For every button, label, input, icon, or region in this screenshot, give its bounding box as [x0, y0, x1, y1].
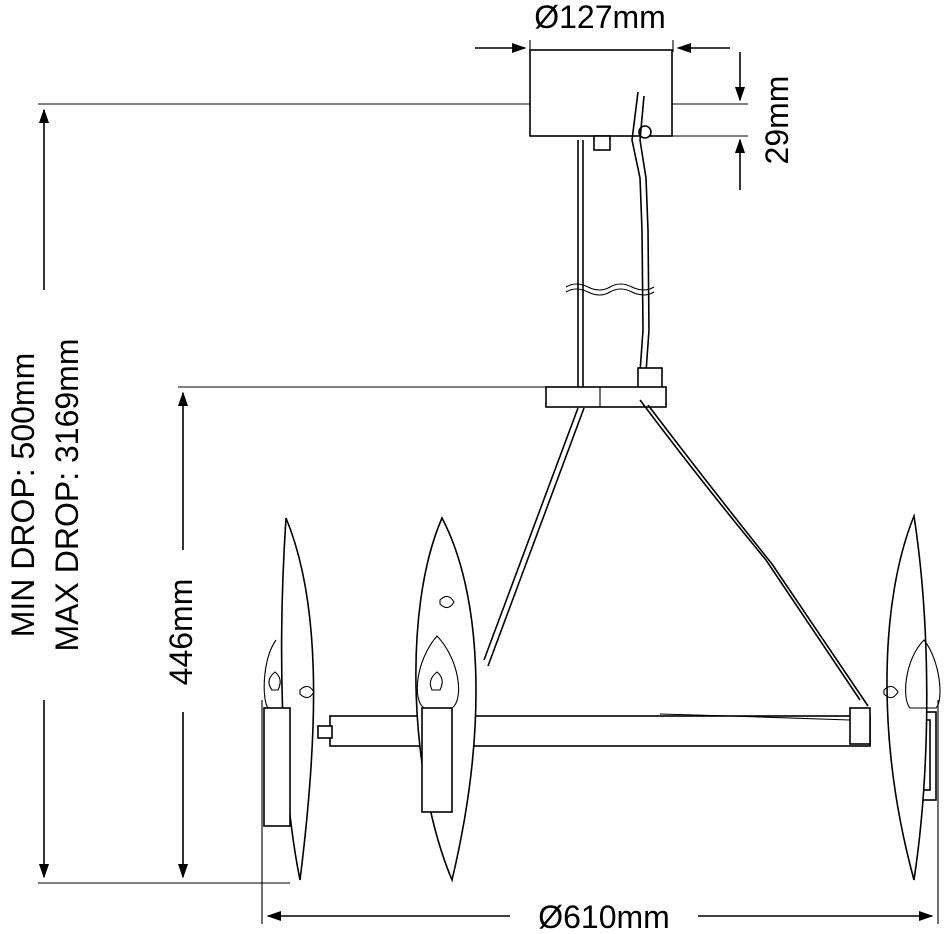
overall-diameter-dimension: Ø610mm — [261, 700, 939, 934]
min-drop-label: MIN DROP: 500mm — [5, 353, 41, 637]
max-drop-label: MAX DROP: 3169mm — [49, 339, 85, 652]
central-hub — [545, 386, 667, 408]
support-rods — [483, 399, 869, 707]
body-height-dimension: 446mm — [163, 386, 546, 879]
drop-dimension: MIN DROP: 500mm MAX DROP: 3169mm — [5, 103, 530, 884]
canopy-diameter-dimension: Ø127mm — [475, 0, 730, 54]
suspension-rod — [565, 140, 655, 390]
body-height-label: 446mm — [163, 579, 199, 686]
leaf-shade-left — [263, 517, 315, 881]
canopy — [529, 49, 673, 151]
leaf-shade-right — [883, 513, 941, 881]
canopy-height-dimension: 29mm — [672, 52, 795, 190]
canopy-height-label: 29mm — [759, 76, 795, 165]
horizontal-arm — [317, 707, 937, 801]
leaf-shade-middle — [415, 516, 477, 883]
canopy-diameter-label: Ø127mm — [534, 0, 666, 35]
overall-diameter-label: Ø610mm — [538, 899, 670, 934]
